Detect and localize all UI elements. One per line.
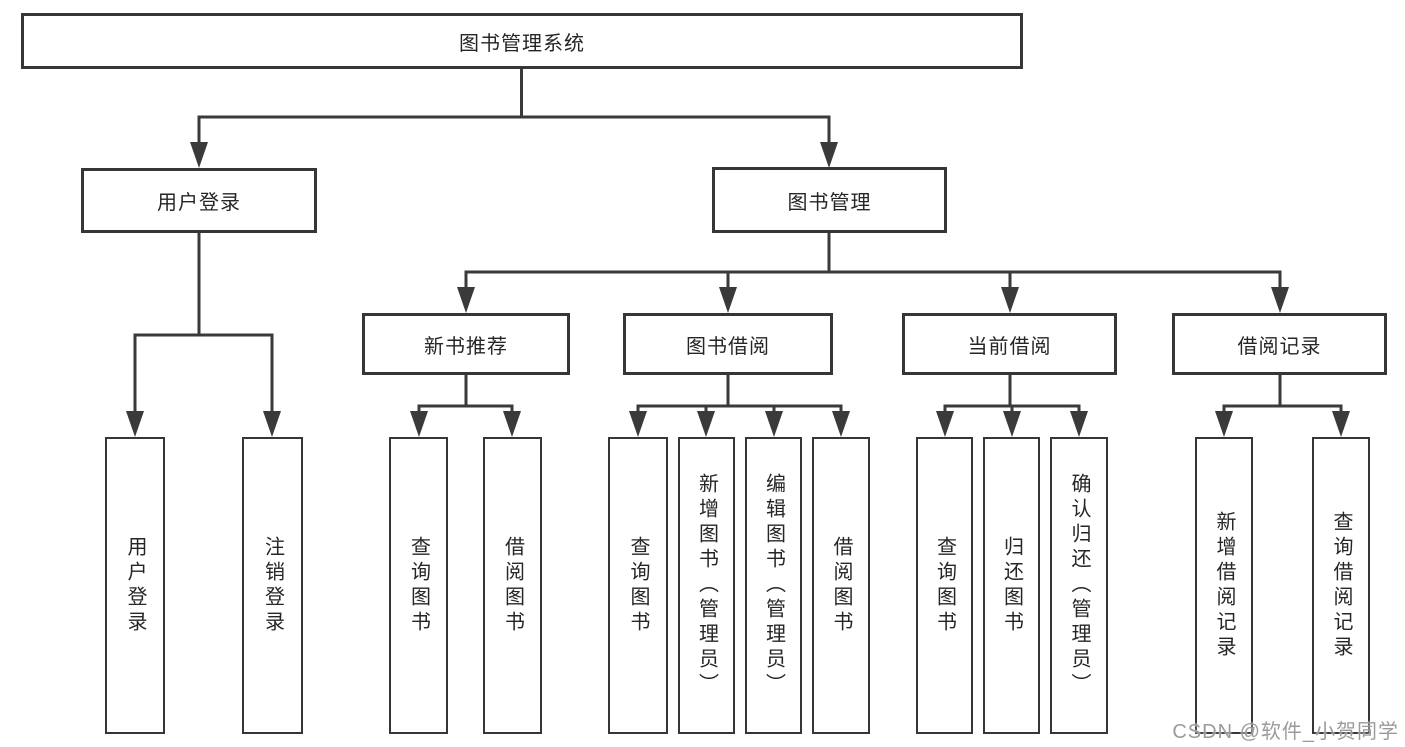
- leaf-return-books: 归还图书: [983, 437, 1040, 734]
- node-book-borrowing: 图书借阅: [623, 313, 833, 375]
- leaf-edit-books-admin: 编辑图书（管理员）: [745, 437, 802, 734]
- leaf-borrow-books-borrowing: 借阅图书: [812, 437, 870, 734]
- leaf-add-borrow-record: 新增借阅记录: [1195, 437, 1253, 734]
- node-book-management: 图书管理: [712, 167, 947, 233]
- leaf-borrow-books-recommend: 借阅图书: [483, 437, 542, 734]
- node-current-borrowing: 当前借阅: [902, 313, 1117, 375]
- leaf-user-login: 用户登录: [105, 437, 165, 734]
- leaf-query-borrow-record: 查询借阅记录: [1312, 437, 1370, 734]
- leaf-query-books-recommend: 查询图书: [389, 437, 448, 734]
- leaf-query-books-current: 查询图书: [916, 437, 973, 734]
- leaf-confirm-return-admin: 确认归还（管理员）: [1050, 437, 1108, 734]
- node-borrowing-records: 借阅记录: [1172, 313, 1387, 375]
- leaf-logout: 注销登录: [242, 437, 303, 734]
- leaf-add-books-admin: 新增图书（管理员）: [678, 437, 735, 734]
- node-root: 图书管理系统: [21, 13, 1023, 69]
- csdn-watermark: CSDN @软件_小贺同学: [1172, 721, 1399, 743]
- node-user-login: 用户登录: [81, 168, 317, 233]
- leaf-query-books-borrowing: 查询图书: [608, 437, 668, 734]
- node-new-book-recommend: 新书推荐: [362, 313, 570, 375]
